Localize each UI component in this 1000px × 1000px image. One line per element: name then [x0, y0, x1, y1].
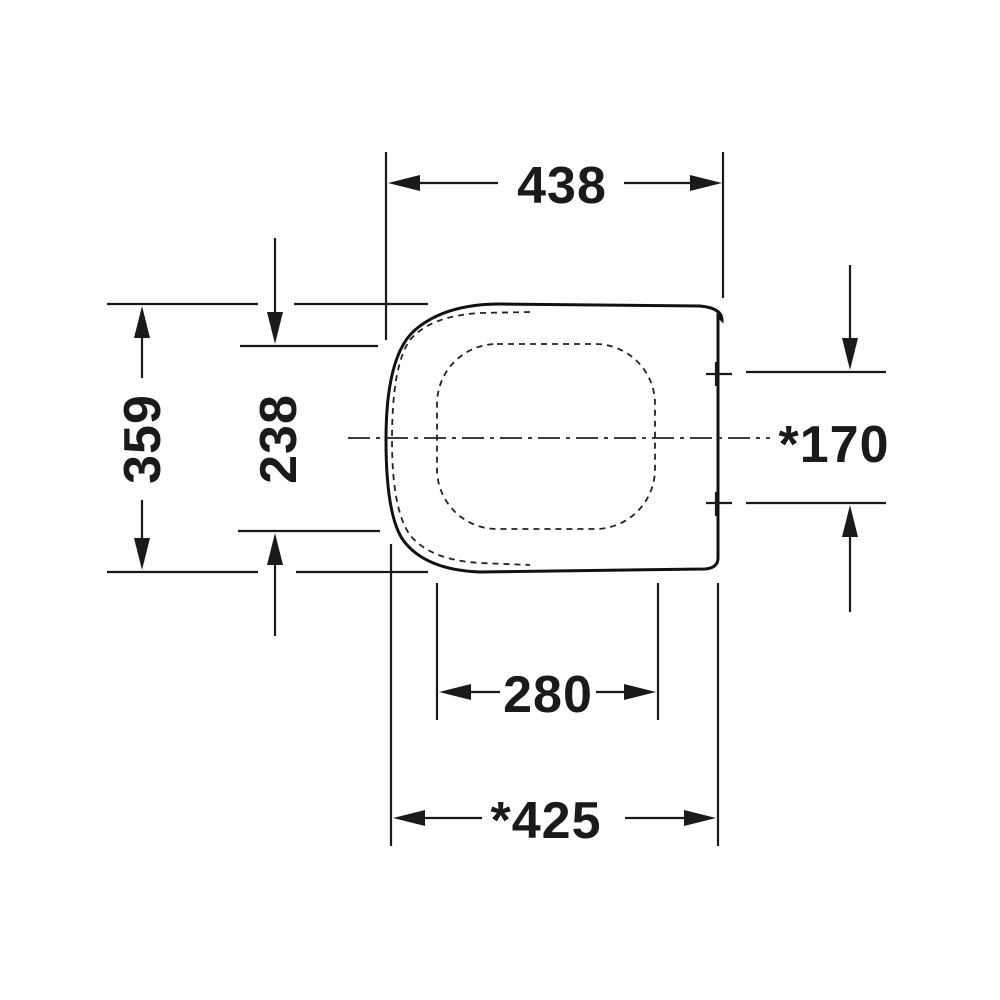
dim-label-359: 359: [114, 394, 172, 484]
dim-label-438: 438: [517, 157, 607, 215]
seat-outer-outline: [384, 302, 724, 574]
dim-label-238: 238: [250, 394, 308, 484]
arrow-238-top: [267, 312, 283, 344]
hinge-mark-top: [706, 362, 732, 386]
arrow-359-top: [134, 306, 150, 338]
dim-label-280: 280: [503, 666, 593, 724]
arrow-170-top: [842, 338, 858, 370]
arrow-238-bottom: [267, 533, 283, 565]
arrow-438-right: [690, 175, 722, 191]
arrow-359-bottom: [134, 538, 150, 570]
arrow-438-left: [388, 175, 420, 191]
arrow-425-left: [393, 810, 425, 826]
dim-label-425: *425: [491, 792, 602, 850]
arrow-280-left: [439, 684, 471, 700]
dim-label-170: *170: [779, 416, 890, 474]
arrow-280-right: [624, 684, 656, 700]
hinge-mark-bottom: [706, 492, 732, 516]
arrow-170-bottom: [842, 505, 858, 537]
arrow-425-right: [684, 810, 716, 826]
seat-opening-dashed: [436, 343, 656, 530]
